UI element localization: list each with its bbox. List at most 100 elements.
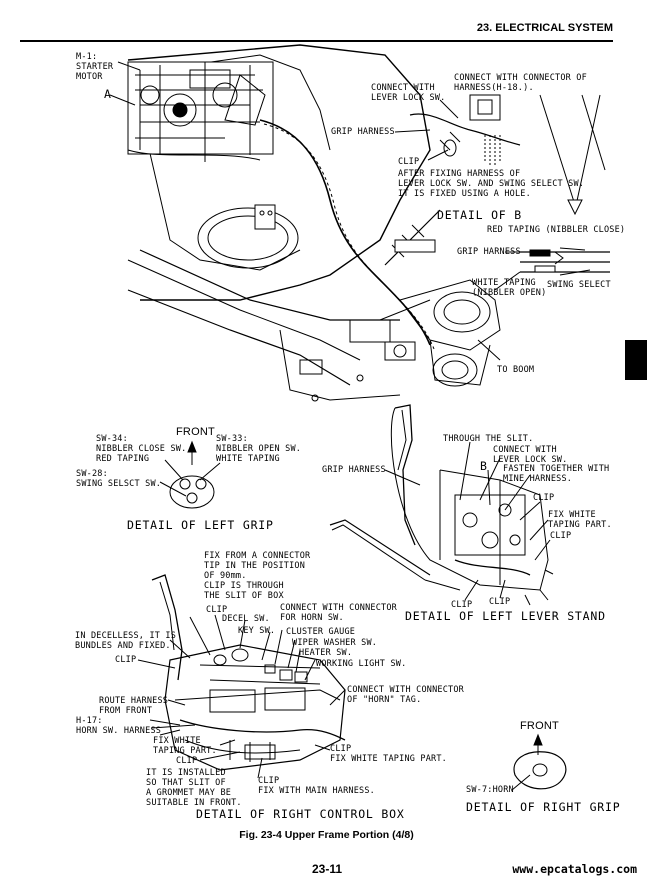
label-line: CONNECT WITH CONNECTOR OF bbox=[454, 73, 587, 83]
label-line: H-17: bbox=[76, 716, 103, 726]
label-line: NIBBLER OPEN SW. bbox=[216, 444, 302, 454]
label-line: (NIBBLER OPEN) bbox=[472, 288, 547, 298]
point-b-label: B bbox=[480, 459, 488, 473]
label-line: WHITE TAPING bbox=[216, 454, 280, 464]
page-header: 23. ELECTRICAL SYSTEM bbox=[0, 22, 653, 42]
label-line: OF 90mm. bbox=[204, 571, 247, 581]
label-line: FIX WHITE bbox=[548, 510, 596, 520]
control-box-clip-bottom: CLIP bbox=[258, 776, 280, 786]
label-line: ROUTE HARNESS bbox=[99, 696, 169, 706]
point-a-label: A bbox=[104, 87, 112, 101]
label-line: FASTEN TOGETHER WITH bbox=[503, 464, 610, 474]
label-line: MINE HARNESS. bbox=[503, 474, 573, 484]
label-line: CONNECT WITH bbox=[371, 83, 435, 93]
section-title: 23. ELECTRICAL SYSTEM bbox=[476, 22, 613, 34]
right-grip-front-label: FRONT bbox=[520, 720, 559, 732]
detail-b-title: DETAIL OF B bbox=[437, 208, 522, 222]
right-grip-drawing bbox=[511, 733, 567, 791]
fix-from-connector-note: FIX FROM A CONNECTOR TIP IN THE POSITION… bbox=[204, 551, 310, 601]
swing-select-label: SWING SELECT bbox=[547, 280, 611, 290]
label-line: SW-33: bbox=[216, 434, 248, 444]
label-line: HORN SW. HARNESS bbox=[76, 726, 162, 736]
decelless-note: IN DECELLESS, IT IS BUNDLES AND FIXED. bbox=[75, 631, 176, 651]
clip-label: CLIP bbox=[398, 157, 420, 167]
heater-sw-label: HEATER SW. bbox=[299, 648, 353, 658]
left-lever-stand-drawing bbox=[329, 404, 554, 606]
label-line: A GROMMET MAY BE bbox=[146, 788, 232, 798]
white-taping-label: WHITE TAPING (NIBBLER OPEN) bbox=[472, 278, 546, 298]
control-box-clip-right: CLIP bbox=[330, 744, 352, 754]
fix-main-harness-label: FIX WITH MAIN HARNESS. bbox=[258, 786, 375, 796]
label-line: SUITABLE IN FRONT. bbox=[146, 798, 242, 808]
label-line: BUNDLES AND FIXED. bbox=[75, 641, 171, 651]
label-line: IT IS FIXED USING A HOLE. bbox=[398, 189, 531, 199]
lever-stand-clip-1: CLIP bbox=[533, 493, 555, 503]
key-sw-label: KEY SW. bbox=[238, 626, 276, 636]
label-line: IN DECELLESS, IT IS bbox=[75, 631, 177, 641]
lever-stand-clip-3: CLIP bbox=[451, 600, 473, 610]
detail-left-grip-title: DETAIL OF LEFT GRIP bbox=[127, 518, 274, 532]
working-light-label: WORKING LIGHT SW. bbox=[316, 659, 407, 669]
control-box-clip-left: CLIP bbox=[115, 655, 137, 665]
label-line: FIX WHITE bbox=[153, 736, 201, 746]
after-fixing-note: AFTER FIXING HARNESS OF LEVER LOCK SW. A… bbox=[398, 169, 584, 199]
figure-caption: Fig. 23-4 Upper Frame Portion (4/8) bbox=[239, 829, 414, 841]
lever-stand-grip-harness-label: GRIP HARNESS bbox=[322, 465, 386, 475]
label-line: LEVER LOCK SW. bbox=[371, 93, 446, 103]
lever-stand-connect-label: CONNECT WITH LEVER LOCK SW. bbox=[493, 445, 567, 465]
label-line: SW-34: bbox=[96, 434, 128, 444]
sw34-label: SW-34: NIBBLER CLOSE SW. RED TAPING bbox=[96, 434, 186, 464]
label-line: M-1: bbox=[76, 52, 98, 62]
label-line: LEVER LOCK SW. bbox=[493, 455, 568, 465]
starter-motor-label: M-1: STARTER MOTOR bbox=[76, 52, 113, 82]
lever-stand-clip-4: CLIP bbox=[489, 597, 511, 607]
label-line: STARTER bbox=[76, 62, 114, 72]
upper-frame-view bbox=[109, 44, 610, 402]
label-line: AFTER FIXING HARNESS OF bbox=[398, 169, 521, 179]
cluster-gauge-label: CLUSTER GAUGE bbox=[286, 627, 356, 637]
label-line: SO THAT SLIT OF bbox=[146, 778, 226, 788]
label-line: HARNESS(H-18.). bbox=[454, 83, 534, 93]
sw28-label: SW-28: SWING SELSCT SW. bbox=[76, 469, 161, 489]
label-line: TAPING PART. bbox=[153, 746, 217, 756]
label-line: TIP IN THE POSITION bbox=[204, 561, 306, 571]
page-number: 23-11 bbox=[312, 862, 343, 876]
fix-white-taping-label: FIX WHITE TAPING PART. bbox=[548, 510, 612, 530]
grip-harness-label: GRIP HARNESS bbox=[331, 127, 395, 137]
red-taping-label: RED TAPING (NIBBLER CLOSE) bbox=[487, 225, 626, 235]
h17-horn-harness-label: H-17: HORN SW. HARNESS bbox=[76, 716, 161, 736]
label-line: WHITE TAPING bbox=[472, 278, 536, 288]
control-box-clip-top: CLIP bbox=[206, 605, 228, 615]
label-line: MOTOR bbox=[76, 72, 103, 82]
chapter-tab-marker bbox=[625, 340, 647, 380]
label-line: CONNECT WITH CONNECTOR bbox=[280, 603, 397, 613]
connect-lever-lock-label: CONNECT WITH LEVER LOCK SW. bbox=[371, 83, 445, 103]
label-line: SWING SELSCT SW. bbox=[76, 479, 162, 489]
label-line: RED TAPING bbox=[96, 454, 150, 464]
label-line: FIX FROM A CONNECTOR bbox=[204, 551, 311, 561]
label-line: LEVER LOCK SW. AND SWING SELECT SW. bbox=[398, 179, 585, 189]
detail-right-control-box-title: DETAIL OF RIGHT CONTROL BOX bbox=[196, 807, 405, 821]
wiper-washer-label: WIPER WASHER SW. bbox=[292, 638, 378, 648]
left-grip-drawing bbox=[159, 440, 221, 509]
grommet-note: IT IS INSTALLED SO THAT SLIT OF A GROMME… bbox=[146, 768, 242, 808]
route-harness-label: ROUTE HARNESS FROM FRONT bbox=[99, 696, 168, 716]
to-boom-label: TO BOOM bbox=[497, 365, 535, 375]
label-line: OF "HORN" TAG. bbox=[347, 695, 422, 705]
right-control-box-drawing bbox=[137, 574, 346, 779]
connect-connector-label: CONNECT WITH CONNECTOR OF HARNESS(H-18.)… bbox=[454, 73, 587, 93]
detail-left-lever-stand-title: DETAIL OF LEFT LEVER STAND bbox=[405, 609, 606, 623]
label-line: THE SLIT OF BOX bbox=[204, 591, 284, 601]
label-line: SW-28: bbox=[76, 469, 108, 479]
left-grip-front-label: FRONT bbox=[176, 426, 215, 438]
grip-harness-b-label: GRIP HARNESS bbox=[457, 247, 521, 257]
detail-right-grip-title: DETAIL OF RIGHT GRIP bbox=[466, 800, 621, 814]
decel-sw-label: DECEL SW. bbox=[222, 614, 270, 624]
sw33-label: SW-33: NIBBLER OPEN SW. WHITE TAPING bbox=[216, 434, 301, 464]
label-line: CONNECT WITH bbox=[493, 445, 557, 455]
label-line: FROM FRONT bbox=[99, 706, 153, 716]
label-line: IT IS INSTALLED bbox=[146, 768, 226, 778]
control-box-fix-white-label: FIX WHITE TAPING PART. bbox=[153, 736, 217, 756]
sw7-horn-label: SW-7:HORN bbox=[466, 785, 514, 795]
